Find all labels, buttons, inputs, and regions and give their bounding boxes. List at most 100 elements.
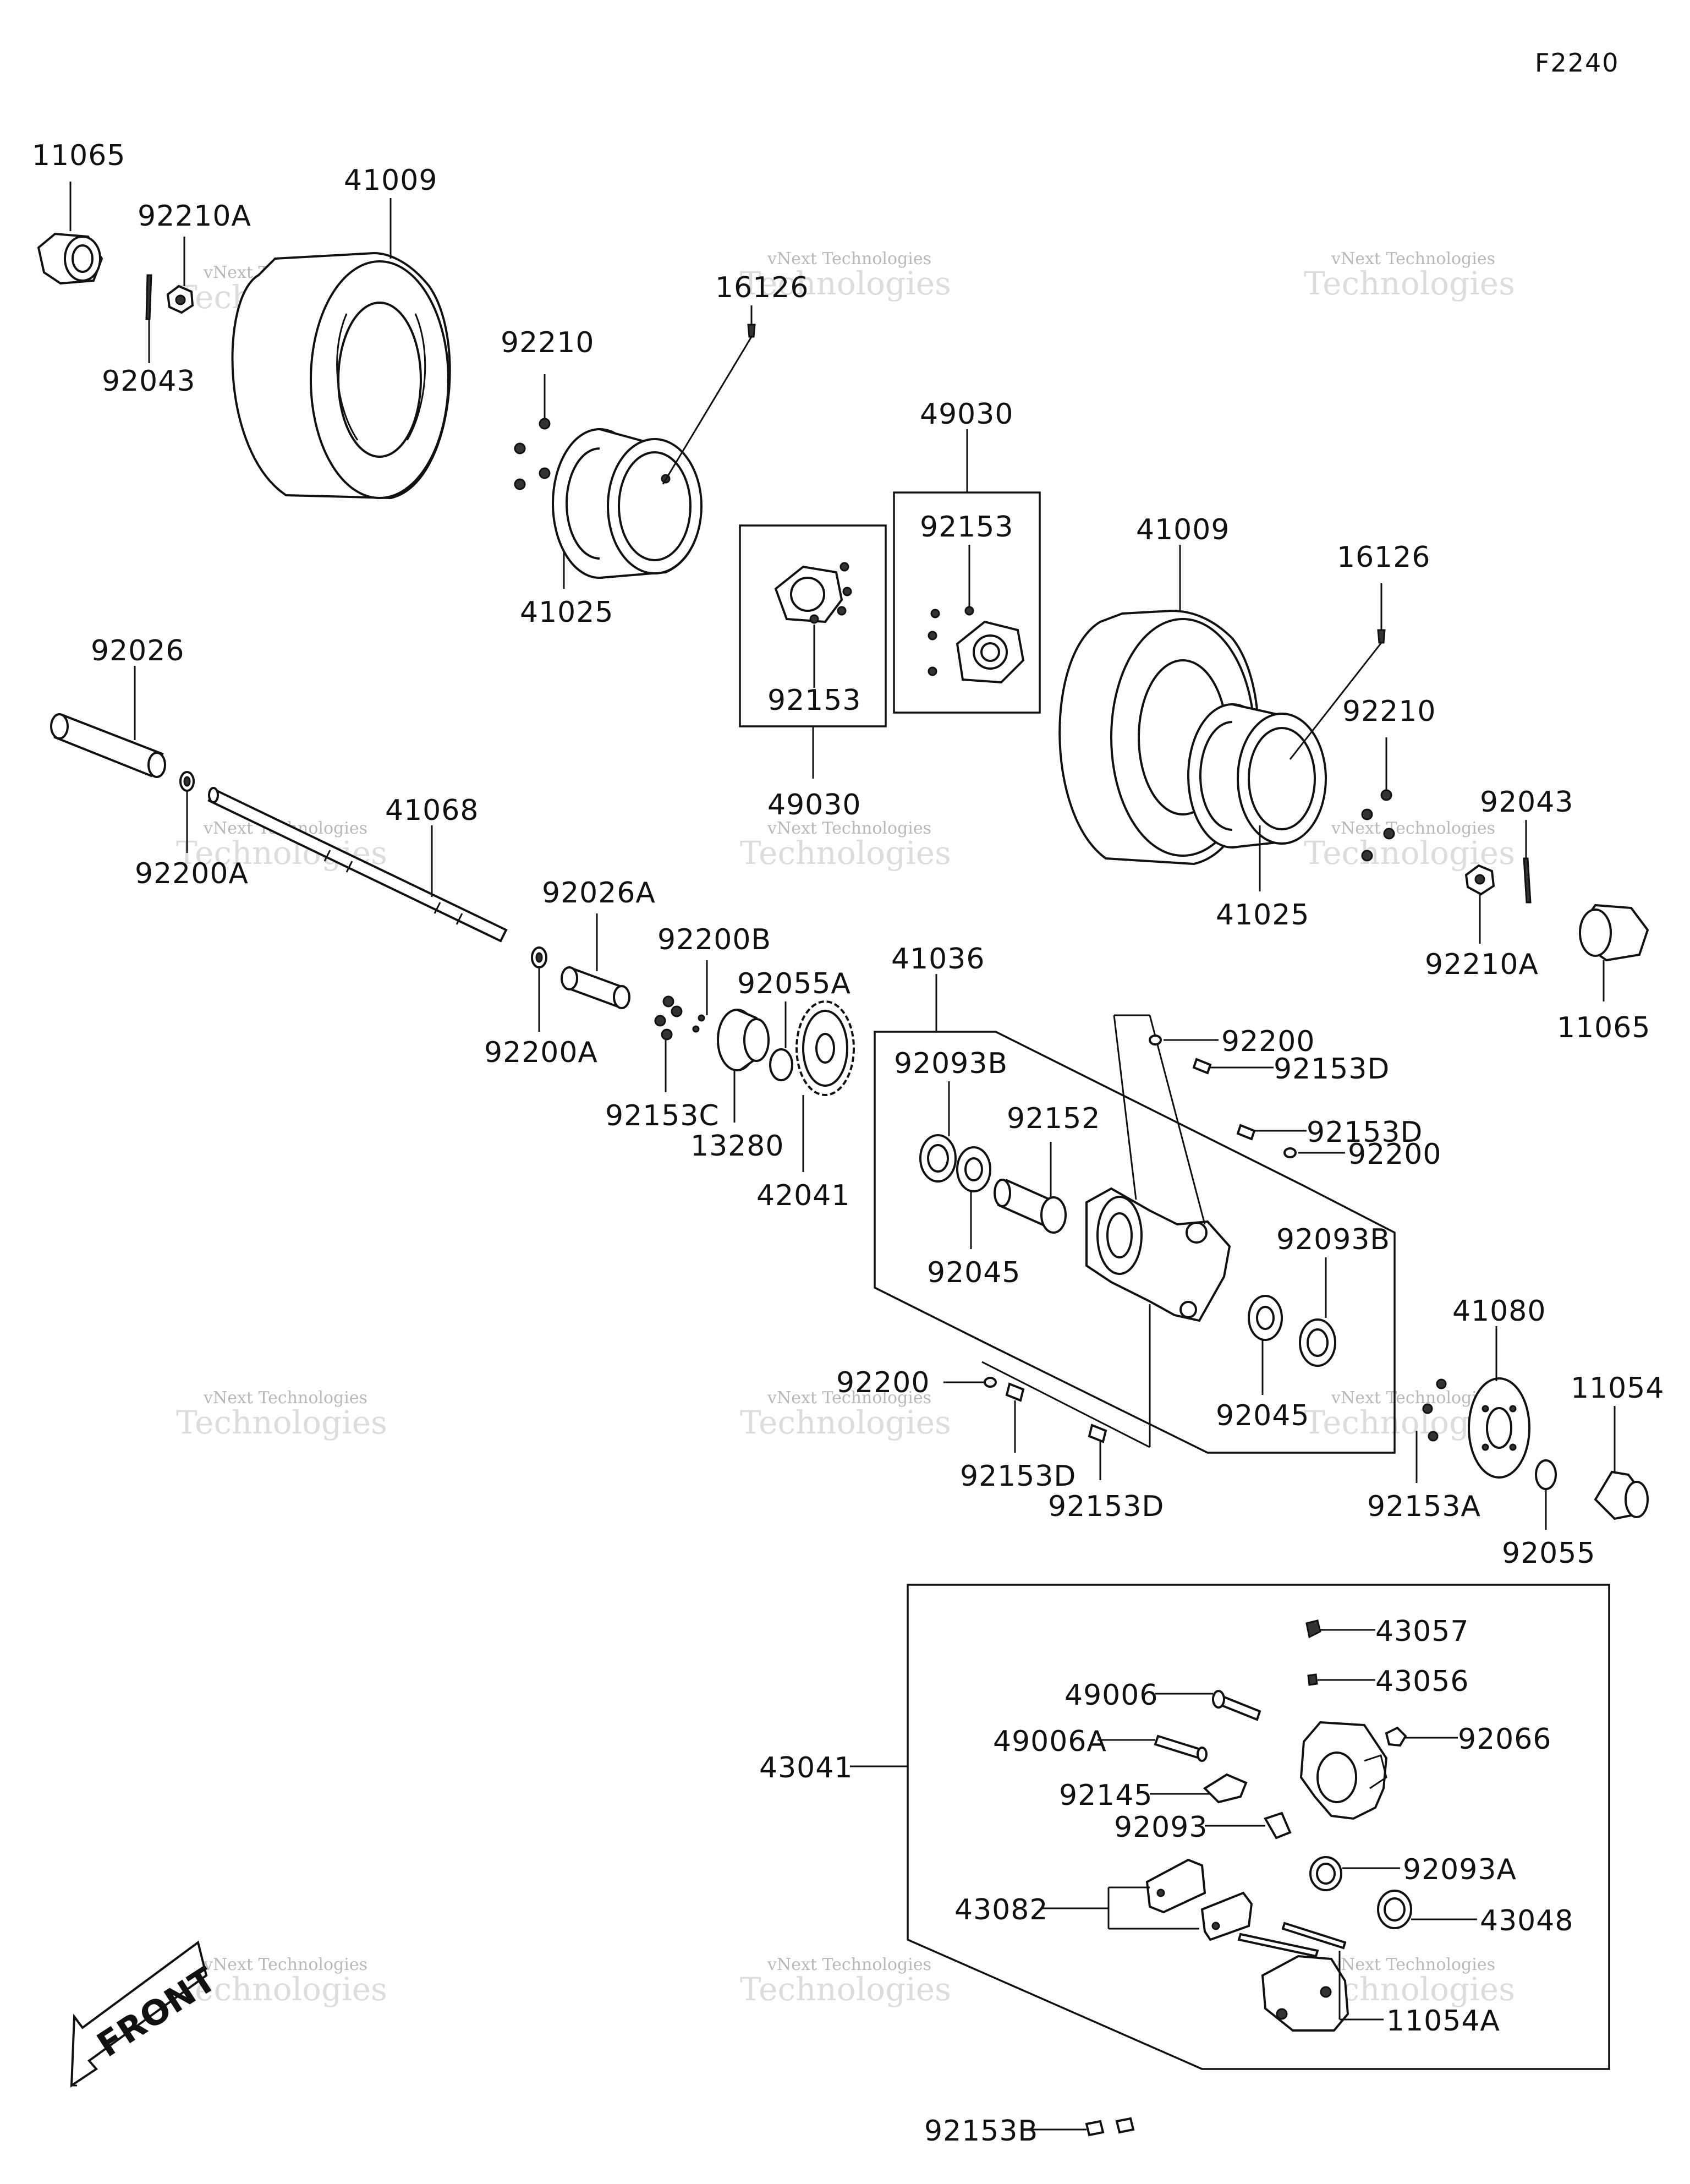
part-label: 92153D [1274,1053,1390,1086]
lug-nuts-part[interactable] [1361,789,1395,862]
piston-part[interactable] [1377,1890,1412,1929]
sprocket-hub-part[interactable] [717,1009,770,1071]
caliper-body-part[interactable] [1299,1721,1388,1820]
bolt-part[interactable] [1192,1058,1212,1075]
part-label: 92055 [1502,1537,1595,1570]
part-label: 41068 [385,794,479,827]
part-label: 16126 [1337,541,1430,574]
part-label: 92210 [501,326,594,359]
watermark-text: Technologies [1304,834,1515,872]
valve-part[interactable] [1377,629,1386,644]
cotter-pin-part[interactable] [1523,857,1532,904]
part-label: 92200B [657,923,771,956]
nut-part[interactable] [1464,864,1495,896]
axle-part[interactable] [207,787,508,943]
nut-part[interactable] [166,284,194,314]
watermark-text: vNext Technologies [767,1955,931,1974]
axle-hub-part[interactable] [1594,1470,1649,1520]
clip-part[interactable] [1264,1811,1292,1840]
watermark-text: Technologies [740,1404,951,1441]
caliper-pin-part[interactable] [1154,1734,1208,1762]
cap-part[interactable] [1385,1726,1407,1747]
leader-line [1113,1015,1137,1200]
valve-part[interactable] [747,324,756,338]
pad-spring-part[interactable] [1203,1773,1248,1804]
circlip-part[interactable] [769,1048,793,1081]
rim-part[interactable] [552,428,703,579]
right-wheel-group: 41009 41025 16126 92210 92043 [1058,513,1650,1044]
cotter-pin-part[interactable] [145,274,152,320]
brake-disc-part[interactable] [1468,1377,1530,1479]
bolt-part[interactable] [1088,1424,1107,1443]
part-label: 92045 [927,1256,1020,1289]
part-label: 49030 [767,789,861,822]
circlip-part[interactable] [1535,1459,1557,1490]
part-label: 92153 [920,511,1013,544]
hub-box-right: 49030 92153 [893,398,1041,714]
bolts-part[interactable] [1085,2117,1135,2137]
part-label: 43048 [1480,1904,1573,1937]
seal-part[interactable] [1309,1856,1342,1891]
washer-part[interactable] [1149,1034,1162,1046]
part-label: 92210 [1342,695,1436,728]
bolt-part[interactable] [1236,1124,1256,1141]
housing-part[interactable] [1085,1187,1231,1322]
part-label: 92043 [102,365,195,398]
watermark-text: Technologies [740,834,951,872]
hub-cap-part[interactable] [37,232,103,285]
bleeder-valve-part[interactable] [1307,1673,1318,1686]
sprocket-part[interactable] [795,1000,855,1096]
oil-seal-part[interactable] [919,1134,957,1183]
part-label: 92210A [1425,948,1539,981]
bolts-part[interactable] [654,995,705,1041]
hub-part[interactable] [774,562,852,624]
axle-housing-group: 41036 92093B 92045 92152 [836,943,1441,1523]
part-label: 11065 [32,139,125,172]
caliper-pin-part[interactable] [1212,1690,1261,1721]
leader-line [662,336,753,485]
brake-pads-part[interactable] [1145,1858,1253,1941]
part-label: 92153B [924,2115,1038,2148]
spacer-part[interactable] [561,966,630,1009]
axle-group: 92026 92200A 41068 92200A 92026A [50,634,855,1212]
bolts-part[interactable] [1422,1378,1447,1442]
part-label: 92153D [1048,1490,1164,1523]
rim-part[interactable] [1187,703,1327,849]
part-label: 43041 [759,1751,853,1785]
leader-line [981,1361,1150,1448]
bearing-part[interactable] [956,1146,991,1192]
part-label: 92093A [1403,1853,1517,1886]
watermark-text: Technologies [176,1970,387,2008]
leader-line [1289,642,1382,760]
part-label: 43057 [1375,1615,1469,1648]
bolt-part[interactable] [1005,1382,1025,1402]
part-label: 92200A [484,1036,598,1069]
hub-part[interactable] [928,606,1025,684]
bracket-part[interactable] [1237,1922,1349,2032]
washer-part[interactable] [1283,1147,1297,1158]
part-label: 41036 [891,943,985,976]
part-label: 49006A [993,1725,1107,1758]
left-wheel-group: 11065 92043 92210A 41009 922 [32,139,808,629]
tire-part[interactable] [231,251,451,500]
washer-part[interactable] [531,946,547,968]
part-label: 92093B [1276,1223,1390,1256]
hub-cap-part[interactable] [1579,904,1649,962]
watermark-text: vNext Technologies [203,1388,367,1408]
oil-seal-part[interactable] [1299,1318,1336,1367]
washer-part[interactable] [984,1377,997,1388]
part-label: 11054 [1571,1372,1664,1405]
part-label: 41025 [1216,899,1309,932]
sleeve-part[interactable] [994,1179,1067,1234]
bearing-part[interactable] [1248,1295,1283,1341]
lug-nuts-part[interactable] [514,418,551,490]
hub-box-left: 92153 49030 [739,524,887,822]
bleeder-cap-part[interactable] [1305,1619,1321,1639]
spacer-part[interactable] [50,713,166,778]
watermark-text: Technologies [740,265,951,302]
watermark-text: Technologies [740,1970,951,2008]
part-label: 92153C [605,1099,720,1132]
washer-part[interactable] [179,771,195,792]
part-label: 92153A [1367,1490,1481,1523]
